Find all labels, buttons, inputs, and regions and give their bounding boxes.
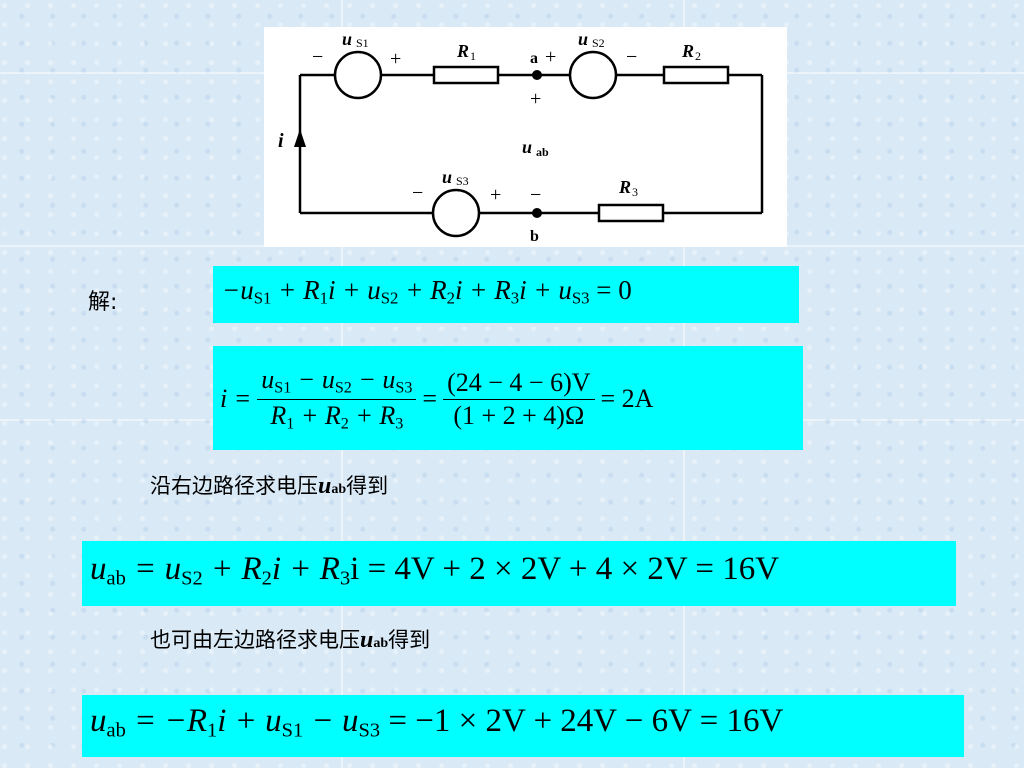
uab-sub: ab xyxy=(536,145,549,159)
equation-kvl: −uS1 + R1i + uS2 + R2i + R3i + uS3 = 0 xyxy=(222,275,632,309)
current-arrow xyxy=(294,129,306,147)
eq1-sub1: S1 xyxy=(253,288,272,308)
r2-sub: 2 xyxy=(695,49,701,63)
text-left-path: 也可由左边路径求电压uab得到 xyxy=(150,627,431,653)
us3-sub: S3 xyxy=(456,174,469,188)
r2-label: R xyxy=(681,41,694,61)
node-b-dot xyxy=(532,208,542,218)
equation-current: i = uS1 − uS2 − uS3 R1 + R2 + R3 = (24 −… xyxy=(220,356,653,442)
r3-sub: 3 xyxy=(632,185,638,199)
r3-label: R xyxy=(618,177,631,197)
eq1-term6: i + u xyxy=(519,275,572,305)
eq1-sub4: 2 xyxy=(446,288,456,308)
eq1-sub3: S2 xyxy=(380,288,399,308)
circuit-svg: u S1 − + R 1 a + + u S2 − R 2 i u ab u S… xyxy=(278,29,764,245)
equation-kvl-box xyxy=(213,266,799,323)
eq2-numeric-denominator: (1 + 2 + 4)Ω xyxy=(453,400,585,430)
node-a-dot xyxy=(532,70,542,80)
eq1-sub2: 1 xyxy=(319,288,329,308)
eq2-numerator: uS1 − uS2 − uS3 xyxy=(257,365,417,400)
eq2-result: = 2A xyxy=(600,384,654,413)
us3-plus: + xyxy=(490,184,501,206)
us1-minus: − xyxy=(312,46,323,68)
source-us2-symbol xyxy=(568,50,618,100)
equation-uab-left: uab = −R1i + uS1 − uS3 = −1 × 2V + 24V −… xyxy=(90,703,784,742)
source-us1-symbol xyxy=(333,50,383,100)
equation-uab-right-box xyxy=(82,541,956,606)
uab-minus: − xyxy=(530,184,541,206)
source-us3-symbol xyxy=(431,188,481,238)
uab-label: u xyxy=(522,137,532,157)
eq2-numeric-numerator: (24 − 4 − 6)V xyxy=(443,368,595,400)
current-label: i xyxy=(278,130,284,152)
uab-plus: + xyxy=(530,88,541,110)
us1-sub: S1 xyxy=(356,36,369,50)
us3-minus: − xyxy=(412,182,423,204)
us2-minus: − xyxy=(626,46,637,68)
r1-sub: 1 xyxy=(470,49,476,63)
eq1-term4: + R xyxy=(398,275,447,305)
node-b-label: b xyxy=(530,228,539,245)
eq1-term2: + R xyxy=(271,275,320,305)
equation-uab-left-box xyxy=(82,695,964,757)
node-a-label: a xyxy=(530,50,538,67)
us2-sub: S2 xyxy=(592,36,605,50)
resistor-r1-symbol xyxy=(432,65,500,85)
eq1-term1: −u xyxy=(222,275,254,305)
eq2-fraction-symbolic: uS1 − uS2 − uS3 R1 + R2 + R3 xyxy=(257,365,417,433)
resistor-r2-symbol xyxy=(662,65,730,85)
eq2-equals: = xyxy=(422,384,438,413)
circuit-diagram: u S1 − + R 1 a + + u S2 − R 2 i u ab u S… xyxy=(264,27,787,247)
eq1-sub5: 3 xyxy=(510,288,520,308)
eq1-term5: i + R xyxy=(455,275,511,305)
eq2-lhs: i = xyxy=(220,384,252,413)
eq1-term7: = 0 xyxy=(589,275,632,305)
eq2-denominator: R1 + R2 + R3 xyxy=(270,400,404,433)
eq1-term3: i + u xyxy=(328,275,381,305)
us2-plus: + xyxy=(545,46,556,68)
us1-label: u xyxy=(342,29,352,49)
text-right-path: 沿右边路径求电压uab得到 xyxy=(150,473,389,499)
equation-uab-right: uab = uS2 + R2i + R3i = 4V + 2 × 2V + 4 … xyxy=(90,551,780,590)
us1-plus: + xyxy=(390,48,401,70)
us3-label: u xyxy=(442,167,452,187)
r1-label: R xyxy=(456,41,469,61)
eq1-sub6: S3 xyxy=(571,288,590,308)
resistor-r3-symbol xyxy=(597,203,665,223)
eq2-fraction-numeric: (24 − 4 − 6)V (1 + 2 + 4)Ω xyxy=(443,368,595,431)
us2-label: u xyxy=(578,29,588,49)
equation-current-box xyxy=(213,346,803,450)
solution-label: 解: xyxy=(88,290,118,315)
